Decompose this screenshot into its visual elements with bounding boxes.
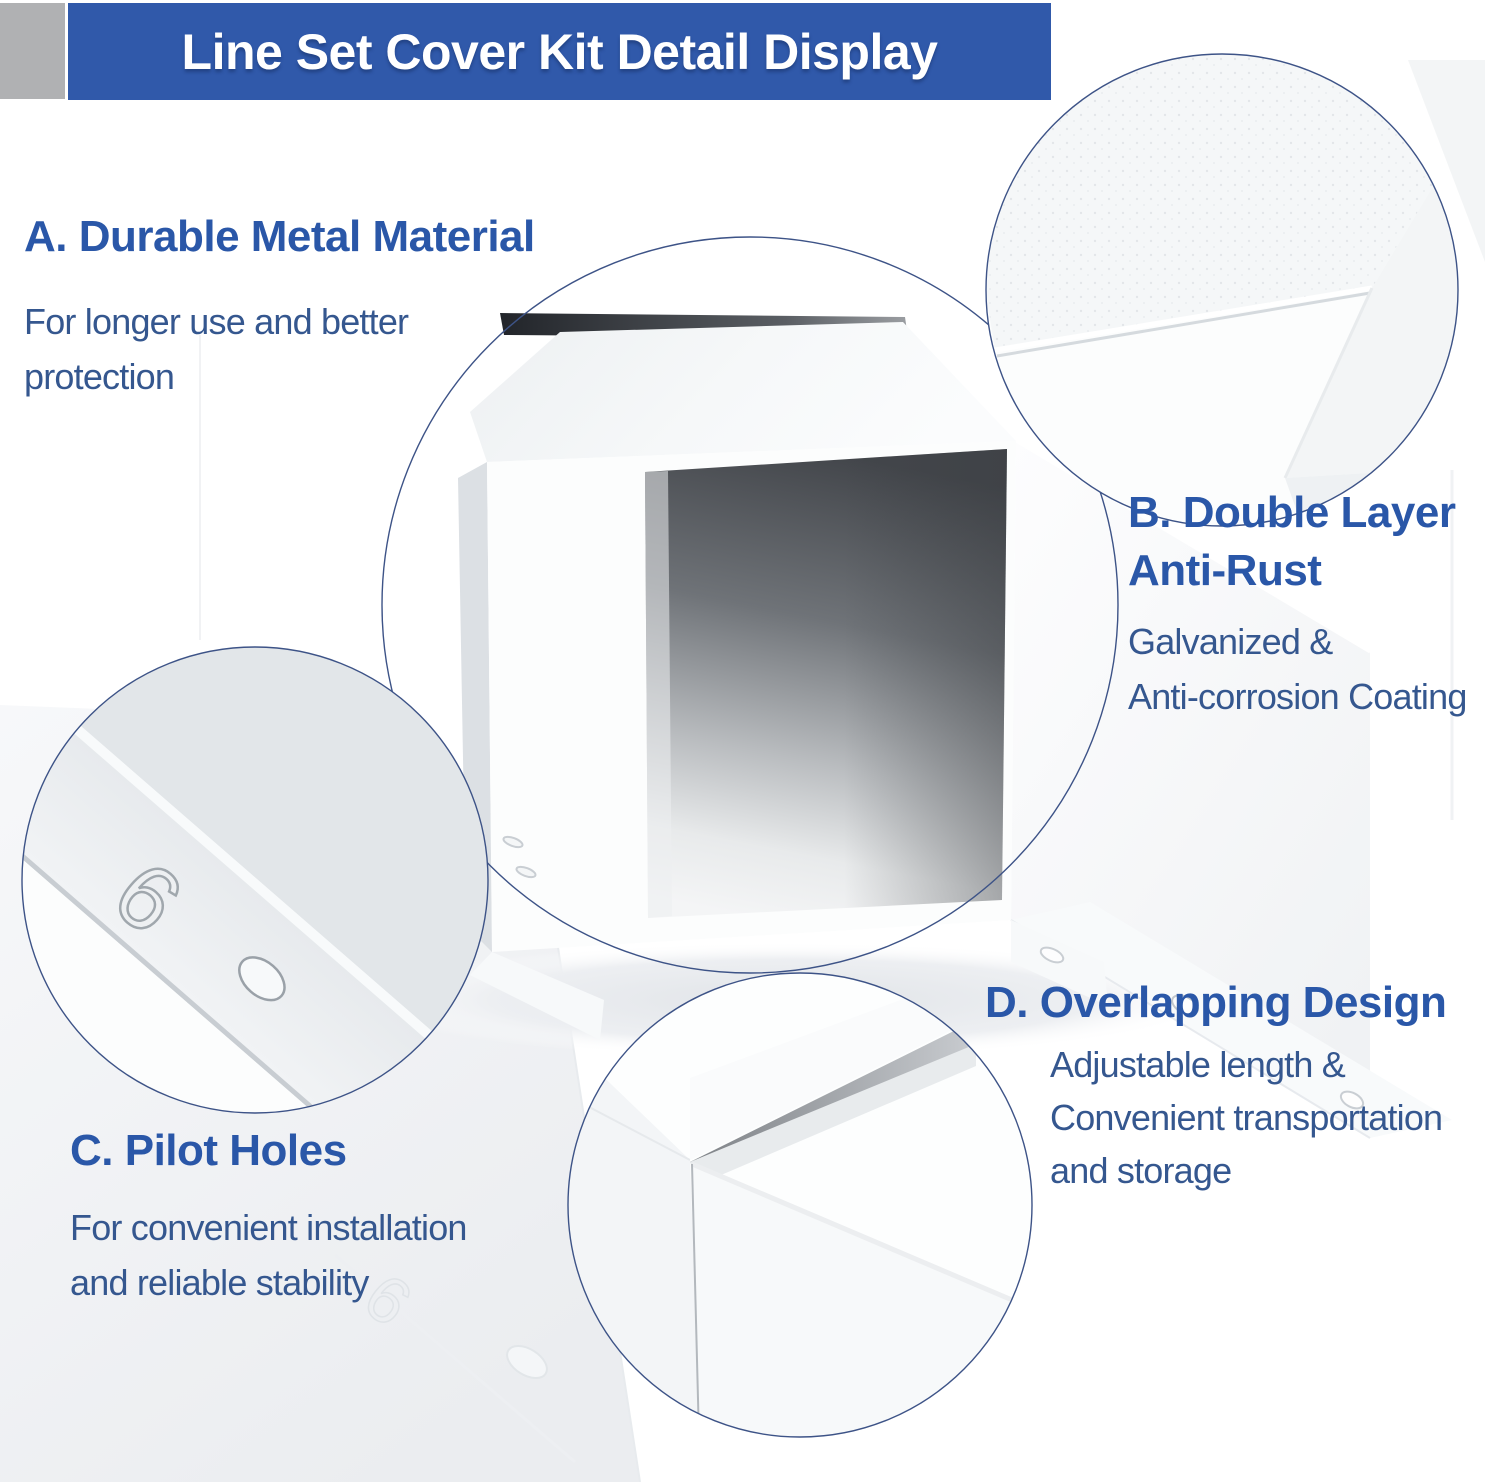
- callout-b-heading-line-2: Anti-Rust: [1128, 546, 1322, 595]
- main-detail-circle: [381, 236, 1119, 974]
- page-title: Line Set Cover Kit Detail Display: [181, 23, 938, 80]
- main-product-photo: [360, 313, 1452, 1139]
- detail-circle-d: [567, 972, 1033, 1438]
- callout-c-pilot-holes: C. Pilot Holes For convenient installati…: [70, 1122, 467, 1310]
- detail-circle-b: [985, 53, 1459, 527]
- callout-b-line-1: Galvanized &: [1128, 621, 1333, 662]
- callout-d-line-2: Convenient transportation: [1050, 1097, 1443, 1138]
- callout-b-line-2: Anti-corrosion Coating: [1128, 676, 1467, 717]
- callout-b-heading-line-1: B. Double Layer: [1128, 488, 1456, 537]
- callout-c-heading: C. Pilot Holes: [70, 1126, 347, 1175]
- right-flange: [1011, 902, 1452, 1138]
- callout-d-heading: D. Overlapping Design: [985, 978, 1447, 1027]
- callout-a-line-2: protection: [24, 356, 175, 397]
- title-banner: Line Set Cover Kit Detail Display: [68, 3, 1051, 100]
- callout-c-line-2: and reliable stability: [70, 1262, 369, 1303]
- callout-c-line-1: For convenient installation: [70, 1207, 467, 1248]
- callout-d-overlapping-design: D. Overlapping Design Adjustable length …: [985, 974, 1447, 1197]
- callout-d-line-1: Adjustable length &: [1050, 1044, 1346, 1085]
- callout-d-line-3: and storage: [1050, 1150, 1232, 1191]
- callout-a-line-1: For longer use and better: [24, 301, 409, 342]
- callout-a-heading: A. Durable Metal Material: [24, 212, 535, 261]
- cover-top-face: [470, 322, 1016, 462]
- left-near-flange: [470, 952, 604, 1040]
- callout-b-anti-rust: B. Double Layer Anti-Rust Galvanized & A…: [1128, 484, 1467, 724]
- header-gray-block: [0, 3, 65, 99]
- callout-a-durable-metal: A. Durable Metal Material For longer use…: [24, 208, 535, 404]
